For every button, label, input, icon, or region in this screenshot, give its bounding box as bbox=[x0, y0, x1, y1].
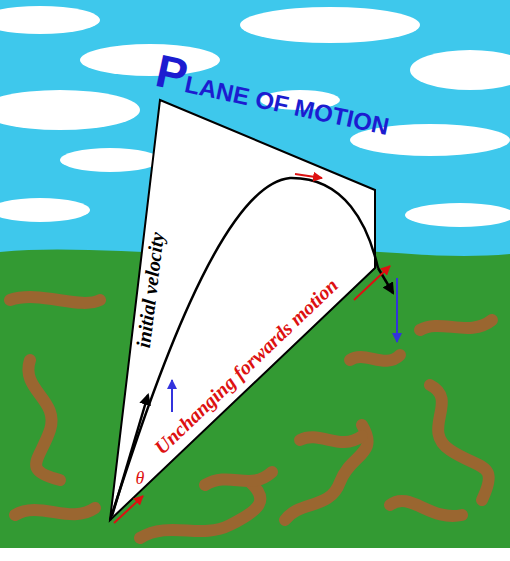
forward-component-arrow bbox=[295, 174, 322, 178]
vertical-component-arrow bbox=[396, 278, 398, 342]
final-velocity-arrow bbox=[378, 268, 393, 293]
cloud bbox=[0, 6, 100, 34]
forward-component-arrow bbox=[114, 496, 143, 523]
mud bbox=[15, 508, 95, 515]
trajectory bbox=[110, 178, 378, 520]
vertical-component-arrow bbox=[171, 380, 173, 412]
mud bbox=[420, 320, 492, 330]
cloud bbox=[60, 148, 160, 172]
angle-symbol: θ bbox=[136, 469, 145, 487]
mud bbox=[390, 501, 462, 516]
mud bbox=[10, 297, 100, 303]
mud bbox=[140, 482, 260, 538]
cloud bbox=[0, 198, 90, 222]
cloud bbox=[405, 203, 510, 227]
cloud bbox=[0, 90, 140, 130]
mud bbox=[28, 360, 60, 480]
mud bbox=[350, 355, 400, 361]
mud bbox=[300, 436, 362, 442]
mud bbox=[205, 472, 272, 485]
initial-velocity-arrow bbox=[112, 395, 148, 516]
mud bbox=[430, 385, 489, 500]
plane-of-motion bbox=[110, 100, 375, 520]
cloud bbox=[240, 7, 420, 43]
cloud bbox=[410, 50, 510, 90]
forward-component-arrow bbox=[354, 266, 390, 300]
mud bbox=[285, 425, 368, 520]
